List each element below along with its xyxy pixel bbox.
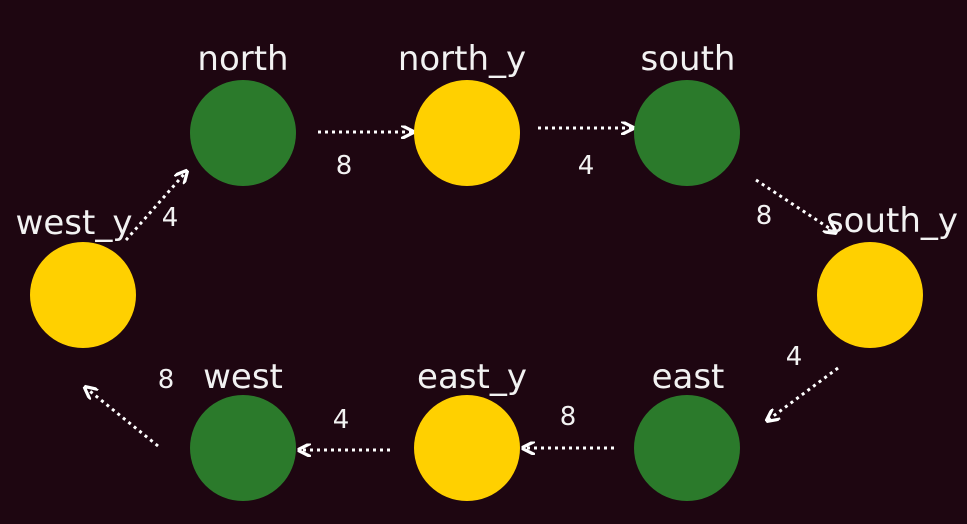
label-north: north <box>197 39 288 79</box>
weight-east-to-east_y: 8 <box>560 402 577 432</box>
node-east <box>634 395 740 501</box>
node-north_y <box>414 80 520 186</box>
label-east_y: east_y <box>417 357 527 397</box>
weight-north_y-to-south: 4 <box>578 151 595 181</box>
label-west_y: west_y <box>16 203 133 243</box>
node-south <box>634 80 740 186</box>
node-west <box>190 395 296 501</box>
label-east: east <box>652 357 725 397</box>
edge-south-to-south_y <box>755 178 835 232</box>
label-north_y: north_y <box>398 39 526 79</box>
weight-south-to-south_y: 8 <box>756 201 773 231</box>
nodes <box>30 80 923 501</box>
node-west_y <box>30 242 136 348</box>
node-north <box>190 80 296 186</box>
node-east_y <box>414 395 520 501</box>
weight-east_y-to-west: 4 <box>333 405 350 435</box>
edge-west-to-west_y <box>86 388 159 448</box>
edge-west_y-to-north <box>124 172 186 241</box>
node-labels: north north_y south south_y east east_y … <box>16 39 958 397</box>
label-south_y: south_y <box>826 201 958 241</box>
edge-south_y-to-east <box>768 366 839 420</box>
weight-north-to-north_y: 8 <box>336 151 353 181</box>
weight-west-to-west_y: 8 <box>158 365 175 395</box>
weight-west_y-to-north: 4 <box>162 203 179 233</box>
label-west: west <box>203 357 283 397</box>
node-south_y <box>817 242 923 348</box>
edges <box>86 128 838 450</box>
label-south: south <box>641 39 736 79</box>
weight-south_y-to-east: 4 <box>786 342 803 372</box>
edge-weights: 8 4 8 4 8 4 8 4 <box>158 151 803 435</box>
